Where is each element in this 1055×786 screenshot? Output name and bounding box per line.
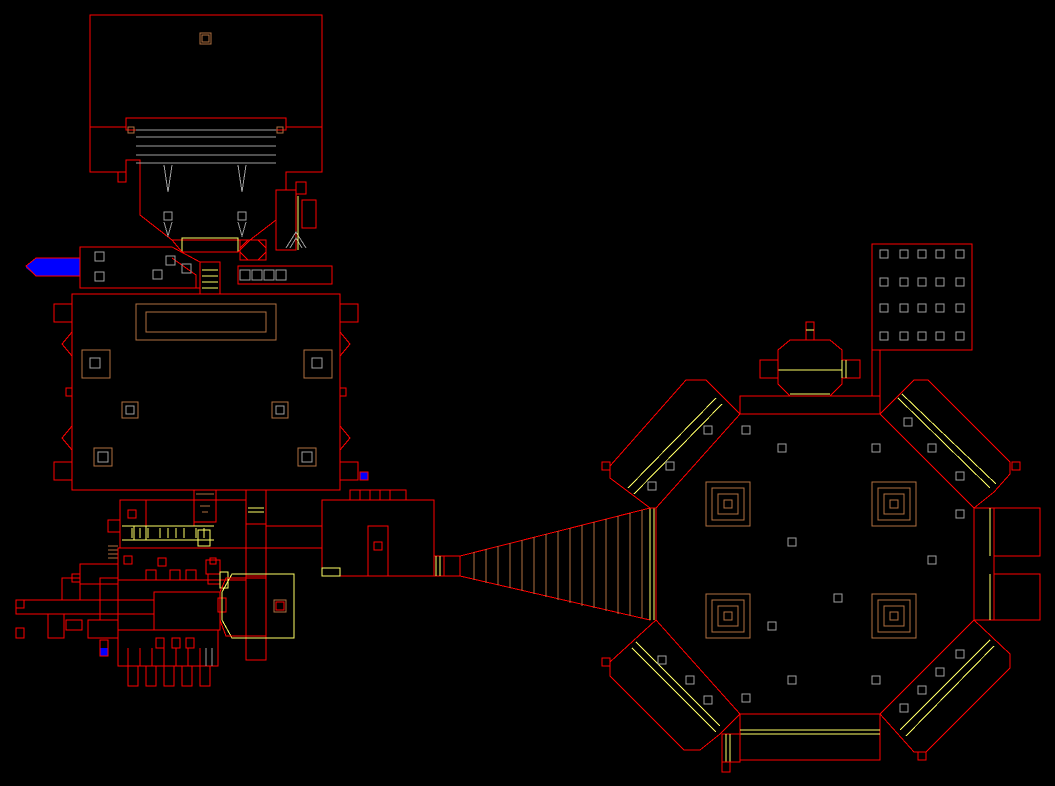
blue-door [26, 258, 80, 276]
north-hall [89, 14, 323, 253]
southwest-complex [15, 489, 323, 687]
pillar-nw [705, 481, 751, 527]
funnel-corridor [459, 507, 655, 621]
pillar-sw [705, 593, 751, 639]
octagon-arena [601, 243, 1041, 773]
pillar-ne [871, 481, 917, 527]
southwest-vault [219, 573, 295, 639]
north-east-corridor [239, 181, 317, 261]
blue-door-marker [360, 472, 368, 480]
west-annex [25, 246, 221, 295]
central-hall [53, 293, 369, 491]
pillar-se [871, 593, 917, 639]
connector-room [321, 489, 461, 577]
tile-corridor [237, 265, 333, 285]
blue-key-door [100, 648, 108, 656]
